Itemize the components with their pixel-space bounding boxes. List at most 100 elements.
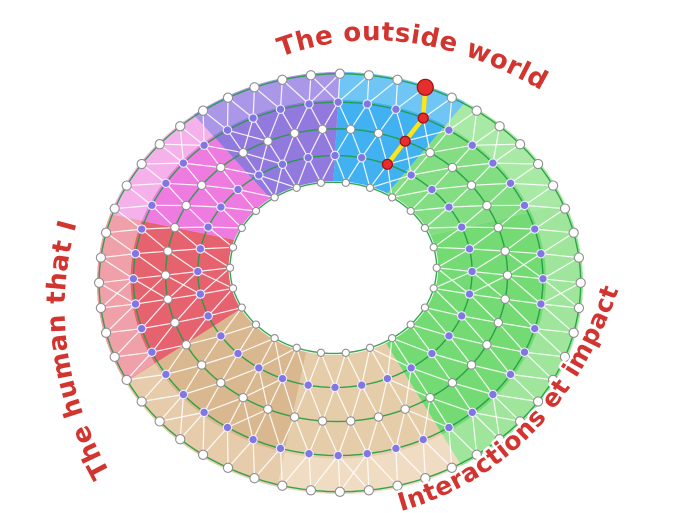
- graph-node[interactable]: [425, 147, 435, 158]
- graph-node[interactable]: [109, 203, 120, 214]
- graph-node[interactable]: [559, 351, 571, 363]
- graph-node[interactable]: [277, 159, 288, 170]
- graph-node[interactable]: [292, 183, 301, 192]
- graph-node[interactable]: [514, 416, 526, 427]
- graph-node[interactable]: [128, 274, 139, 284]
- graph-node[interactable]: [387, 334, 397, 343]
- graph-node[interactable]: [493, 317, 504, 328]
- graph-node[interactable]: [305, 70, 317, 81]
- graph-node[interactable]: [216, 378, 226, 388]
- graph-node[interactable]: [406, 320, 415, 329]
- graph-node[interactable]: [363, 70, 375, 81]
- graph-node[interactable]: [500, 246, 510, 256]
- graph-node[interactable]: [316, 178, 326, 187]
- graph-node[interactable]: [444, 125, 454, 135]
- graph-node[interactable]: [406, 363, 416, 373]
- graph-node[interactable]: [568, 327, 579, 338]
- graph-node[interactable]: [289, 412, 300, 422]
- graph-node[interactable]: [334, 486, 346, 497]
- graph-node[interactable]: [136, 396, 147, 407]
- graph-node[interactable]: [330, 150, 340, 161]
- graph-node[interactable]: [317, 416, 328, 426]
- graph-node[interactable]: [334, 68, 346, 79]
- graph-node[interactable]: [178, 158, 189, 168]
- graph-node[interactable]: [93, 277, 105, 288]
- graph-node[interactable]: [400, 404, 410, 414]
- graph-node[interactable]: [303, 380, 313, 390]
- graph-node[interactable]: [95, 252, 107, 263]
- graph-node[interactable]: [249, 82, 260, 93]
- graph-node[interactable]: [406, 206, 415, 216]
- selected-node[interactable]: [417, 112, 429, 124]
- graph-node[interactable]: [275, 443, 286, 454]
- graph-node[interactable]: [382, 373, 393, 384]
- graph-node[interactable]: [100, 227, 112, 238]
- graph-node[interactable]: [263, 136, 273, 146]
- graph-node[interactable]: [446, 92, 457, 103]
- graph-node[interactable]: [467, 140, 478, 151]
- graph-node[interactable]: [446, 462, 457, 473]
- graph-node[interactable]: [536, 248, 546, 259]
- graph-node[interactable]: [233, 184, 243, 195]
- graph-node[interactable]: [275, 104, 286, 115]
- graph-node[interactable]: [529, 323, 540, 334]
- graph-node[interactable]: [233, 348, 243, 359]
- graph-node[interactable]: [456, 311, 467, 321]
- graph-node[interactable]: [362, 448, 373, 459]
- graph-node[interactable]: [160, 270, 171, 280]
- graph-node[interactable]: [228, 284, 238, 293]
- graph-node[interactable]: [559, 203, 571, 214]
- graph-node[interactable]: [136, 158, 147, 170]
- graph-node[interactable]: [363, 485, 375, 496]
- graph-node[interactable]: [345, 124, 356, 135]
- graph-node[interactable]: [406, 170, 416, 180]
- graph-node[interactable]: [573, 252, 585, 263]
- graph-node[interactable]: [305, 485, 317, 496]
- graph-node[interactable]: [444, 202, 454, 212]
- graph-node[interactable]: [193, 266, 203, 277]
- graph-node[interactable]: [345, 416, 356, 426]
- graph-node[interactable]: [547, 374, 559, 386]
- graph-node[interactable]: [447, 162, 458, 173]
- graph-node[interactable]: [420, 303, 430, 312]
- graph-node[interactable]: [203, 222, 213, 232]
- graph-node[interactable]: [466, 360, 477, 370]
- graph-node[interactable]: [304, 99, 314, 109]
- graph-node[interactable]: [181, 200, 191, 211]
- graph-node[interactable]: [292, 343, 301, 352]
- graph-node[interactable]: [222, 125, 233, 135]
- graph-node[interactable]: [341, 178, 350, 187]
- graph-node[interactable]: [222, 92, 234, 103]
- graph-node[interactable]: [467, 266, 477, 277]
- graph-node[interactable]: [464, 244, 475, 254]
- graph-node[interactable]: [254, 170, 264, 180]
- graph-node[interactable]: [270, 193, 279, 202]
- graph-node[interactable]: [163, 294, 173, 304]
- graph-node[interactable]: [248, 434, 258, 445]
- graph-node[interactable]: [427, 184, 437, 195]
- graph-node[interactable]: [147, 347, 157, 357]
- graph-node[interactable]: [304, 448, 314, 459]
- graph-node[interactable]: [100, 327, 112, 338]
- graph-node[interactable]: [538, 274, 548, 284]
- graph-node[interactable]: [195, 244, 206, 254]
- graph-node[interactable]: [392, 74, 403, 85]
- graph-node[interactable]: [471, 449, 482, 460]
- graph-node[interactable]: [248, 113, 258, 123]
- graph-node[interactable]: [254, 363, 264, 373]
- graph-node[interactable]: [136, 323, 147, 334]
- graph-node[interactable]: [237, 223, 246, 233]
- graph-node[interactable]: [222, 422, 233, 433]
- graph-node[interactable]: [330, 382, 340, 393]
- sector-green-upper[interactable]: [387, 102, 566, 236]
- graph-node[interactable]: [420, 223, 430, 233]
- graph-node[interactable]: [181, 340, 191, 350]
- graph-node[interactable]: [341, 348, 350, 357]
- graph-node[interactable]: [175, 121, 186, 132]
- graph-node[interactable]: [488, 389, 498, 400]
- graph-node[interactable]: [482, 340, 492, 350]
- graph-node[interactable]: [216, 162, 226, 173]
- graph-node[interactable]: [373, 128, 384, 139]
- graph-node[interactable]: [163, 246, 173, 256]
- graph-node[interactable]: [418, 434, 428, 445]
